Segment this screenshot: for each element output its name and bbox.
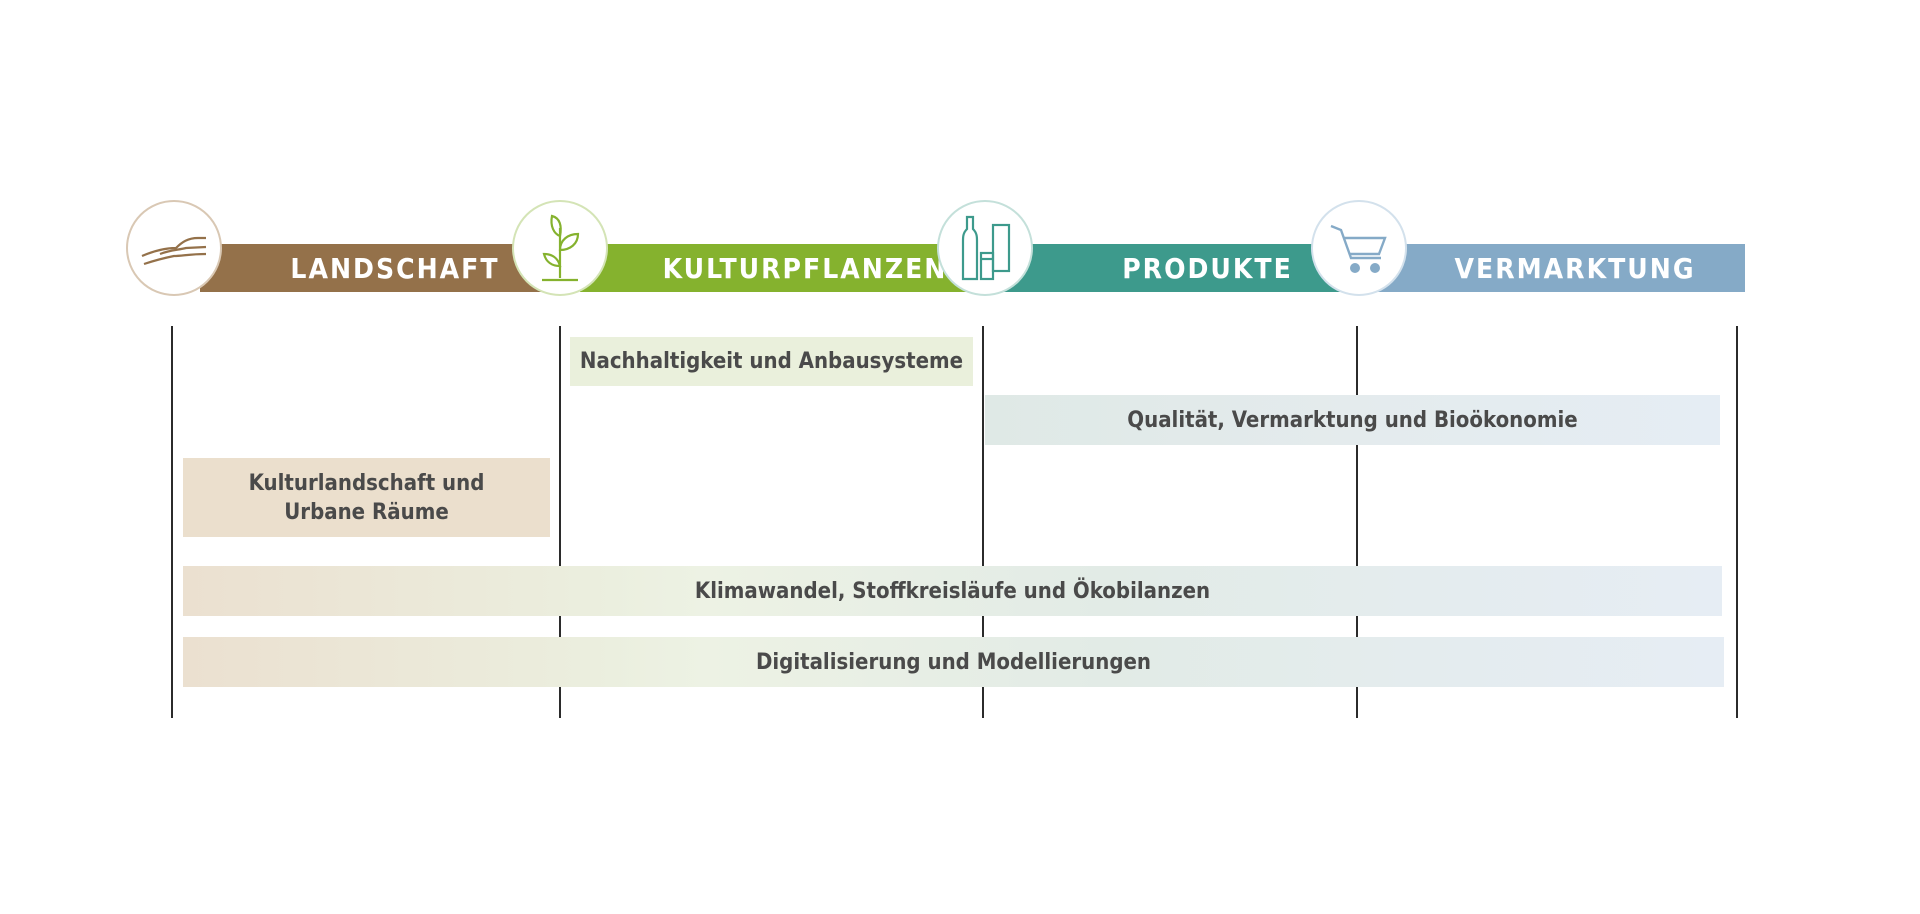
bottles-icon xyxy=(961,215,1011,281)
sprout-icon xyxy=(542,214,580,282)
stage-label-landschaft: LANDSCHAFT xyxy=(290,251,500,285)
stage-divider-line xyxy=(982,326,984,718)
topic-digitalisierung-label: Digitalisierung und Modellierungen xyxy=(755,649,1152,675)
topic-qualitaet: Qualität, Vermarktung und Bioökonomie xyxy=(985,395,1720,445)
topic-digitalisierung: Digitalisierung und Modellierungen xyxy=(183,637,1724,687)
stage-label-kulturpflanzen: KULTURPFLANZEN xyxy=(662,251,948,285)
stage-band-produkte: PRODUKTE xyxy=(1000,244,1355,292)
stage-label-vermarktung: VERMARKTUNG xyxy=(1454,251,1696,285)
topic-kulturlandschaft: Kulturlandschaft und Urbane Räume xyxy=(183,458,550,537)
topic-kulturlandschaft-line1: Kulturlandschaft und xyxy=(248,470,485,496)
topic-kulturlandschaft-line2: Urbane Räume xyxy=(284,499,449,525)
landscape-icon-circle xyxy=(126,200,222,296)
topic-qualitaet-label: Qualität, Vermarktung und Bioökonomie xyxy=(1127,407,1578,433)
topic-klimawandel: Klimawandel, Stoffkreisläufe und Ökobila… xyxy=(183,566,1722,616)
stage-divider-line xyxy=(1736,326,1738,718)
topic-klimawandel-label: Klimawandel, Stoffkreisläufe und Ökobila… xyxy=(694,578,1211,604)
stage-band-landschaft: LANDSCHAFT xyxy=(200,244,560,292)
shopping-cart-icon xyxy=(1330,224,1387,273)
topic-nachhaltigkeit-label: Nachhaltigkeit und Anbausysteme xyxy=(579,349,964,374)
stage-label-produkte: PRODUKTE xyxy=(1122,251,1293,285)
stage-divider-line xyxy=(171,326,173,718)
landscape-icon xyxy=(141,236,207,266)
stage-divider-line xyxy=(559,326,561,718)
topic-nachhaltigkeit: Nachhaltigkeit und Anbausysteme xyxy=(570,337,973,386)
bottles-icon-circle xyxy=(937,200,1033,296)
sprout-icon-circle xyxy=(512,200,608,296)
stage-band-kulturpflanzen: KULTURPFLANZEN xyxy=(580,244,980,292)
stage-band-vermarktung: VERMARKTUNG xyxy=(1375,244,1745,292)
shopping-cart-icon-circle xyxy=(1311,200,1407,296)
stage-divider-line xyxy=(1356,326,1358,718)
